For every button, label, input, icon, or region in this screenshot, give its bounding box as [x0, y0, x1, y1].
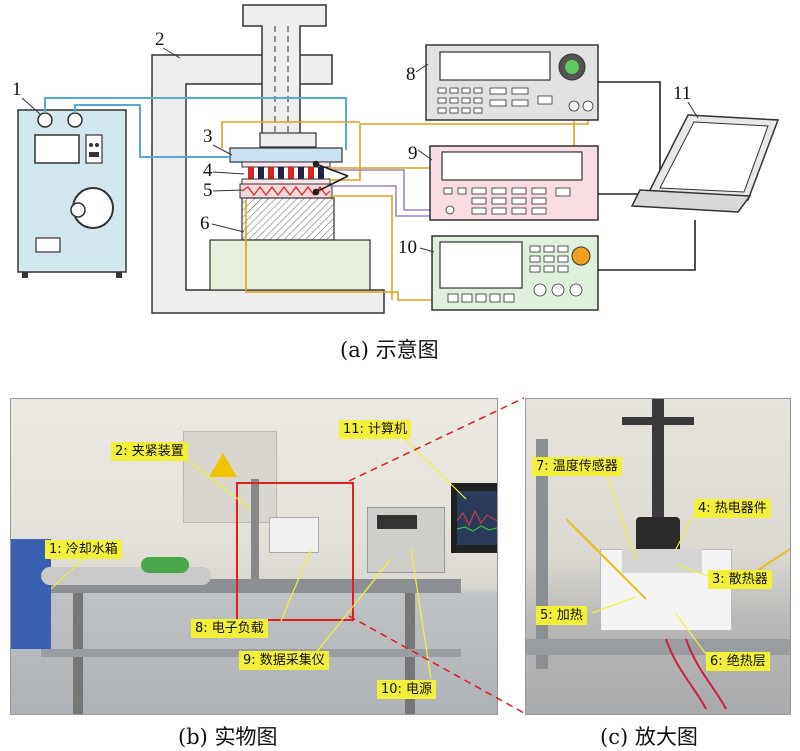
- number-8: 8: [406, 64, 416, 85]
- number-6: 6: [200, 213, 210, 234]
- photo-c: 7: 温度传感器 4: 热电器件 3: 散热器 5: 加热 6: 绝热层: [525, 398, 791, 715]
- insulation-layer: [241, 197, 335, 241]
- caption-b: (b) 实物图: [178, 725, 278, 749]
- label-electronic-load: 8: 电子负载: [191, 619, 268, 638]
- label-insulation: 6: 绝热层: [706, 652, 770, 671]
- label-radiator: 3: 散热器: [708, 570, 772, 589]
- number-10: 10: [398, 237, 417, 258]
- number-2: 2: [155, 29, 165, 50]
- highlight-box: [236, 482, 354, 621]
- thermoelectric-device: [241, 161, 331, 185]
- photo-b: 1: 冷却水箱 2: 夹紧装置 8: 电子负载 9: 数据采集仪 10: 电源 …: [10, 398, 498, 715]
- caption-c: (c) 放大图: [600, 725, 698, 749]
- caption-a: (a) 示意图: [340, 338, 439, 362]
- label-computer: 11: 计算机: [339, 420, 412, 439]
- electronic-load: [425, 44, 599, 121]
- schematic-numbers: 1 2 3 4 5 6 8 9 10 11: [12, 29, 699, 258]
- water-pipes: [44, 97, 347, 158]
- label-clamp: 2: 夹紧装置: [111, 442, 188, 461]
- number-1: 1: [12, 79, 22, 100]
- base-block: [209, 239, 371, 291]
- cooling-water-tank: [17, 109, 127, 278]
- clamping-frame: [151, 54, 385, 314]
- label-thermoelectric-device: 4: 热电器件: [694, 499, 771, 518]
- schematic-diagram: 1 2 3 4 5 6 8 9 10 11: [12, 4, 780, 314]
- daq-wires: [330, 169, 446, 217]
- label-heater: 5: 加热: [536, 606, 587, 625]
- radiator: [229, 147, 343, 163]
- label-daq: 9: 数据采集仪: [239, 651, 329, 670]
- laptop-computer: [630, 114, 780, 213]
- data-acquisition-unit: [429, 145, 599, 221]
- number-3: 3: [203, 126, 213, 147]
- label-power: 10: 电源: [377, 680, 437, 699]
- number-4: 4: [203, 160, 213, 181]
- number-9: 9: [408, 143, 418, 164]
- label-cooling-tank: 1: 冷却水箱: [45, 540, 122, 559]
- label-temperature-sensor: 7: 温度传感器: [532, 457, 622, 476]
- number-5: 5: [203, 180, 213, 201]
- power-supply: [431, 235, 599, 311]
- number-11: 11: [673, 83, 691, 104]
